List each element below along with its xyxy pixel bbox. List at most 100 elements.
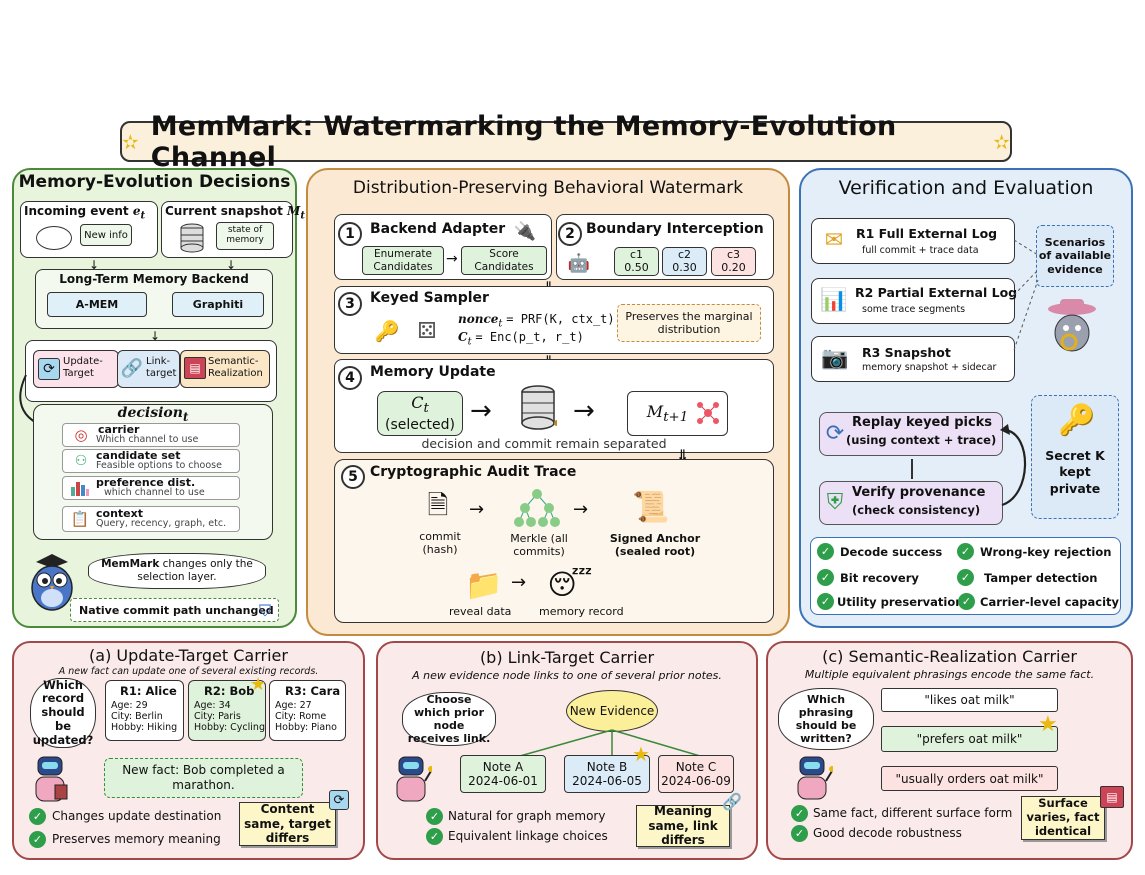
refresh-icon: ⟳	[825, 420, 845, 446]
chan-semantic-label: Semantic-Realization	[208, 356, 263, 379]
candidate-label: c3	[726, 248, 741, 262]
refresh-icon: ⟳	[329, 790, 349, 810]
key-icon: 🔑	[374, 319, 400, 343]
replay-keyed-picks-box[interactable]	[819, 412, 1003, 456]
result-item: Tamper detection	[984, 571, 1098, 585]
state-of-memory-tag: state of memory	[216, 222, 274, 250]
refresh-icon: ⟳	[38, 358, 60, 380]
arrow-right-icon: →	[573, 499, 589, 520]
bullet-text: Good decode robustness	[813, 826, 962, 840]
document-lock-icon: 🗎	[427, 491, 449, 521]
record-line: Age: 27	[275, 700, 312, 711]
record-title: R1: Alice	[120, 684, 177, 698]
memory-update-caption: decision and commit remain separated	[421, 436, 667, 451]
verify-provenance-box[interactable]	[819, 481, 1003, 525]
backend-a-mem: A-MEM	[47, 292, 147, 317]
panel-b-title: (b) Link-Target Carrier	[479, 648, 655, 667]
owl-mascot-icon	[24, 552, 80, 612]
step-number: 2	[558, 222, 582, 246]
arrow-down-icon: ↓	[150, 329, 161, 343]
new-evidence-node: New Evidence	[566, 690, 658, 732]
panel-a-bubble: Which record should be updated?	[30, 678, 96, 748]
new-info-tag: New info	[80, 224, 132, 246]
candidate-value: 0.30	[672, 260, 697, 274]
record-title: R3: Cara	[285, 684, 341, 698]
shield-icon: ⛉	[258, 601, 271, 620]
r3-box	[811, 336, 1015, 382]
chain-link-icon: 🔗	[722, 791, 742, 811]
cloud-icon	[36, 226, 72, 250]
keyed-sampler-box	[334, 286, 774, 354]
record-r2	[188, 680, 266, 741]
record-title: R2: Bob	[204, 684, 255, 698]
folder-icon: 📁	[465, 567, 503, 603]
record-line: Hobby: Hiking	[111, 722, 178, 733]
step-title: Backend Adapter	[370, 221, 506, 237]
certificate-seal-icon: 📜	[632, 489, 670, 525]
panel-b	[376, 641, 758, 860]
robot-mascot-icon	[389, 752, 433, 808]
record-line: Age: 34	[194, 700, 231, 711]
merkle-tree-icon	[512, 487, 562, 531]
replay-title: Replay keyed picks	[852, 415, 993, 430]
star-icon: ★	[250, 674, 267, 695]
left-heading: Memory-Evolution Decisions	[18, 172, 291, 192]
decision-item-name: candidate set	[96, 449, 181, 462]
check-icon: ✓	[957, 543, 974, 560]
step-title: Cryptographic Audit Trace	[370, 464, 577, 480]
candidate-label: c1	[629, 248, 644, 262]
replay-subtitle: (using context + trace)	[846, 433, 997, 447]
check-icon: ✓	[817, 543, 834, 560]
decision-item-name: preference dist.	[96, 476, 196, 489]
enumerate-candidates: Enumerate Candidates	[362, 246, 444, 275]
bullet-text: Equivalent linkage choices	[448, 829, 608, 843]
decision-item-name: context	[96, 507, 143, 520]
arrow-right-icon: →	[573, 396, 595, 426]
ct-selected-box: Ct(selected)	[377, 391, 463, 436]
record-line: City: Berlin	[111, 711, 163, 722]
phrasing-3: "usually orders oat milk"	[881, 766, 1058, 791]
new-fact-box: New fact: Bob completed a marathon.	[104, 758, 303, 798]
connector-line	[911, 459, 913, 479]
memory-backend-title: Long-Term Memory Backend	[59, 272, 249, 286]
current-snapshot-label: Current snapshot Mt	[165, 204, 305, 222]
log-chart-icon: 📊	[820, 287, 848, 313]
robot-mascot-icon	[790, 752, 834, 804]
sticky-note: Meaning same, link differs	[636, 804, 730, 847]
right-heading: Verification and Evaluation	[838, 177, 1094, 199]
decision-item-preference	[62, 476, 240, 500]
book-icon: ▤	[1100, 786, 1124, 808]
check-icon: ✓	[791, 805, 808, 822]
decision-item-context	[62, 506, 240, 532]
bullet-text: Preserves memory meaning	[52, 832, 221, 846]
check-icon: ✓	[29, 831, 46, 848]
camera-icon: 📷	[821, 345, 849, 371]
bullet-text: Changes update destination	[52, 809, 222, 823]
record-line: City: Paris	[194, 711, 241, 722]
detective-icon	[1044, 296, 1100, 358]
reveal-data-label: reveal data	[449, 605, 512, 618]
database-icon	[178, 222, 206, 254]
secret-k-box	[1031, 395, 1119, 519]
bullet-text: Same fact, different surface form	[813, 806, 1013, 820]
record-r3	[269, 680, 346, 741]
middle-heading: Distribution-Preserving Behavioral Water…	[352, 178, 744, 198]
robot-mascot-icon	[28, 752, 72, 808]
result-item: Carrier-level capacity	[980, 595, 1120, 609]
r1-box	[811, 218, 1015, 264]
star-icon: ★	[1038, 712, 1058, 737]
panel-a-subtitle: A new fact can update one of several exi…	[58, 666, 319, 677]
secret-k-label: Secret K kept private	[1045, 448, 1105, 496]
people-icon: ⚇	[74, 453, 88, 469]
r3-title: R3 Snapshot	[862, 345, 951, 360]
decision-item-desc: Query, recency, graph, etc.	[96, 518, 227, 529]
c-equation: Ct = Enc(p_t, r_t)	[458, 330, 584, 348]
r2-subtitle: some trace segments	[862, 304, 966, 315]
record-line: Hobby: Cycling	[194, 722, 265, 733]
r2-title: R2 Partial External Log	[855, 285, 1018, 300]
dice-icon: ⚄	[417, 318, 437, 344]
chan-update-label: Update-Target	[63, 356, 103, 379]
